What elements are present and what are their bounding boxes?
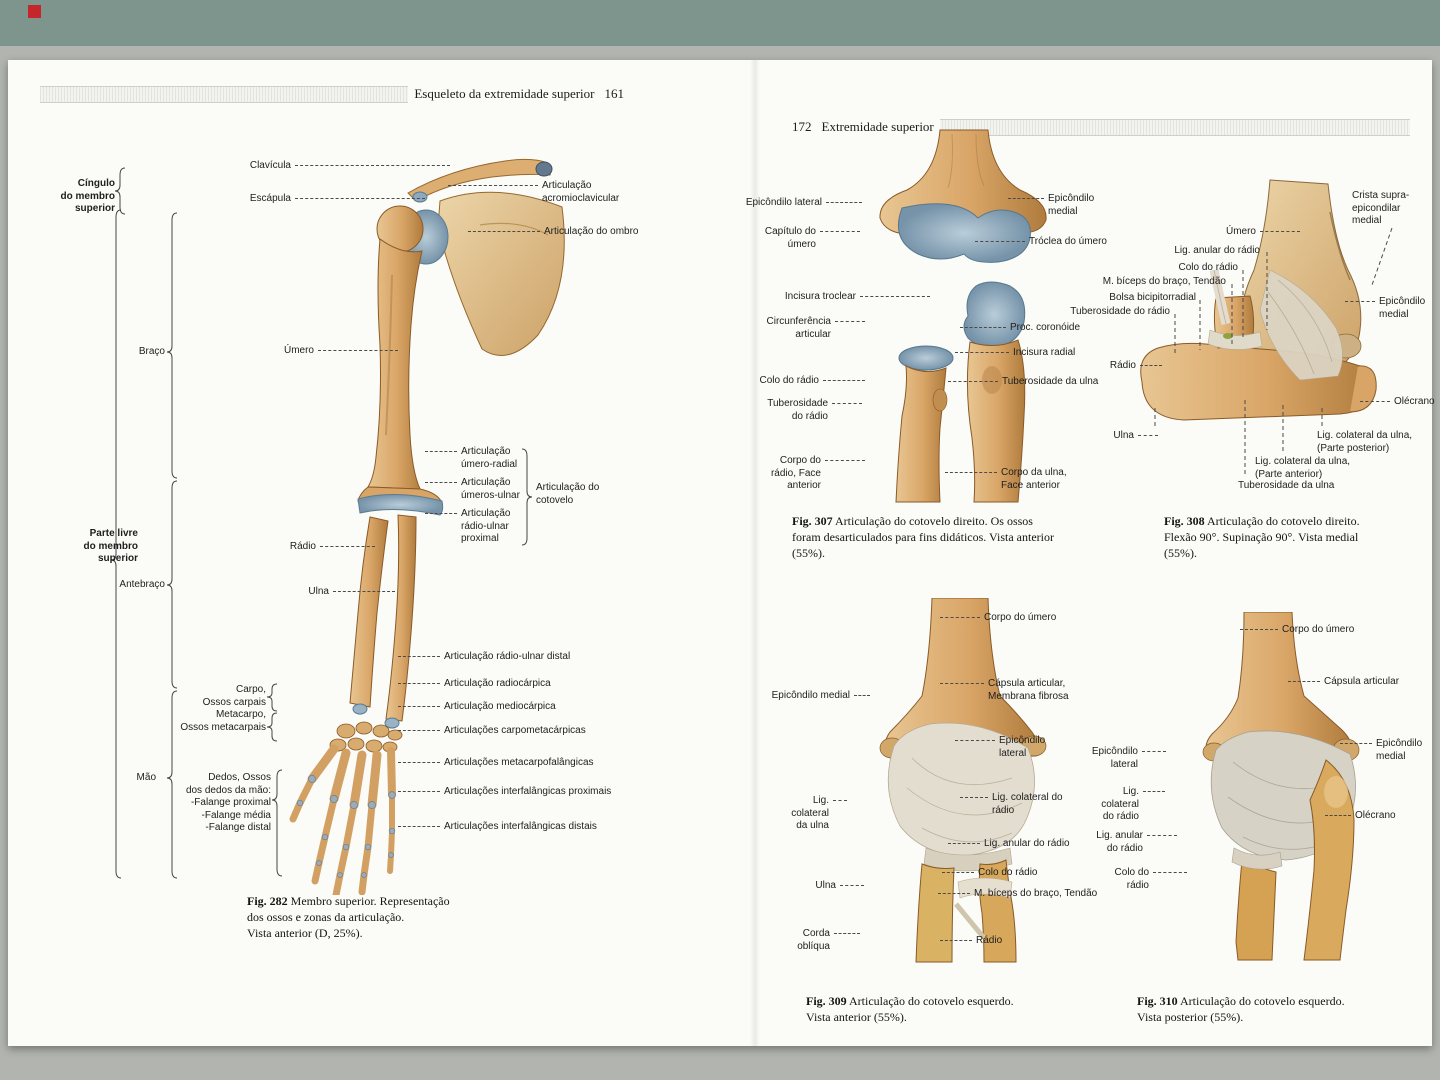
fig309-caption: Fig. 309 Articulação do cotovelo esquerd…: [806, 994, 1014, 1024]
region-label-metacarpo: Metacarpo, Ossos metacarpais: [180, 709, 266, 733]
label-escapula: Escápula: [190, 193, 425, 206]
region-label-braco: Braço: [138, 346, 165, 357]
label-307-tuberosidade-da-ulna: Tuberosidade da ulna: [948, 376, 1098, 389]
label-ulna: Ulna: [215, 586, 395, 599]
red-accent-square: [28, 5, 41, 18]
fig282-upper-limb-illustration: [289, 158, 565, 895]
label-310-capsula-articular: Cápsula articular: [1288, 676, 1399, 689]
label-308-epicondilo-medial: Epicôndilo medial: [1345, 296, 1425, 321]
label-310-epicondilo-medial: Epicôndilo medial: [1340, 738, 1422, 763]
fig310-elbow-posterior-illustration: [1202, 612, 1360, 961]
label-articulacao-do-ombro: Articulação do ombro: [468, 226, 639, 239]
fig307-elbow-disarticulated-illustration: [879, 129, 1047, 503]
label-307-colo-do-radio: Colo do rádio: [705, 375, 865, 388]
page-gutter-shadow: [750, 60, 760, 1046]
label-309-capsula-membrana-fibrosa: Cápsula articular, Membrana fibrosa: [940, 678, 1069, 703]
label-articulacoes-metacarpofalangicas: Articulações metacarpofalângicas: [398, 757, 594, 770]
label-307-incisura-troclear: Incisura troclear: [705, 291, 930, 304]
right-page-header: 172 Extremidade superior: [786, 119, 940, 136]
fig310-caption: Fig. 310 Articulação do cotovelo esquerd…: [1137, 994, 1345, 1024]
label-310-lig-colateral-do-radio: Lig. colateral do rádio: [1085, 786, 1165, 824]
label-309-ulna: Ulna: [800, 880, 864, 893]
label-308-lig-anular-do-radio: Lig. anular do rádio: [1174, 245, 1260, 256]
label-307-tuberosidade-do-radio: Tuberosidade do rádio: [700, 398, 862, 423]
fig308-caption: Fig. 308 Articulação do cotovelo direito…: [1164, 514, 1360, 560]
label-307-troclea-do-umero: Tróclea do úmero: [975, 236, 1107, 249]
region-label-carpo: Carpo, Ossos carpais: [202, 684, 266, 708]
label-308-tuberosidade-da-ulna: Tuberosidade da ulna: [1238, 480, 1335, 491]
label-308-olecrano: Olécrano: [1360, 396, 1435, 409]
right-page-number: 172: [792, 119, 812, 134]
left-page-header: Esqueleto da extremidade superior 161: [408, 86, 630, 103]
region-label-mao: Mão: [136, 772, 156, 783]
label-310-epicondilo-lateral: Epicôndilo lateral: [1090, 746, 1166, 771]
label-309-corda-obliqua: Corda oblíqua: [776, 928, 860, 953]
left-page-number: 161: [604, 86, 625, 101]
label-307-epicondilo-lateral: Epicôndilo lateral: [700, 197, 862, 210]
left-page-header-bar: Esqueleto da extremidade superior 161: [40, 86, 630, 103]
label-articulacao-mediocarpica: Articulação mediocárpica: [398, 701, 556, 714]
region-label-antebraco: Antebraço: [119, 579, 165, 590]
top-green-band: [0, 0, 1440, 46]
label-articulacoes-interfalangicas-proximais: Articulações interfalângicas proximais: [398, 786, 611, 799]
label-307-corpo-da-ulna: Corpo da ulna, Face anterior: [945, 467, 1067, 492]
region-label-dedos: Dedos, Ossos dos dedos da mão: -Falange …: [185, 772, 271, 833]
label-307-incisura-radial: Incisura radial: [955, 347, 1075, 360]
label-308-ulna: Ulna: [1108, 430, 1158, 443]
label-articulacao-radio-ulnar-proximal: Articulação rádio-ulnar proximal: [425, 508, 510, 546]
label-309-lig-anular-do-radio: Lig. anular do rádio: [948, 838, 1070, 851]
label-articulacao-umero-ulnar: Articulação úmeros-ulnar: [425, 477, 520, 502]
label-clavicula: Clavícula: [190, 160, 450, 173]
label-309-m-biceps-tendao: M. bíceps do braço, Tendão: [938, 888, 1097, 901]
label-308-lig-colateral-parte-anterior: Lig. colateral da ulna, (Parte anterior): [1255, 456, 1351, 480]
label-umero: Úmero: [200, 345, 398, 358]
left-header-title: Esqueleto da extremidade superior: [414, 86, 595, 101]
right-header-title: Extremidade superior: [821, 119, 934, 134]
label-309-radio: Rádio: [940, 935, 1002, 948]
label-310-corpo-do-umero: Corpo do úmero: [1240, 624, 1354, 637]
label-308-radio: Rádio: [1105, 360, 1162, 373]
label-articulacao-radio-ulnar-distal: Articulação rádio-ulnar distal: [398, 651, 570, 664]
label-308-umero: Úmero: [1190, 226, 1300, 239]
label-309-lig-colateral-do-radio: Lig. colateral do rádio: [960, 792, 1063, 817]
label-308-m-biceps-tendao: M. bíceps do braço, Tendão: [1102, 276, 1226, 287]
label-307-circunferencia-articular: Circunferência articular: [700, 316, 865, 341]
label-308-colo-do-radio: Colo do rádio: [1178, 262, 1238, 273]
fig282-caption: Fig. 282 Membro superior. Representação …: [247, 894, 450, 940]
label-310-lig-anular-do-radio: Lig. anular do rádio: [1085, 830, 1177, 855]
label-310-olecrano: Olécrano: [1325, 810, 1396, 823]
label-articulacoes-carpometacarpicas: Articulações carpometacárpicas: [398, 725, 586, 738]
label-308-crista-supraepicondilar: Crista supra- epicondilar medial: [1352, 190, 1410, 226]
label-309-lig-colateral-da-ulna: Lig. colateral da ulna: [775, 795, 847, 833]
label-310-colo-do-radio: Colo do rádio: [1105, 867, 1187, 892]
book-spread-page: [8, 60, 1432, 1046]
label-308-bolsa-bicipitorradial: Bolsa bicipitorradial: [1109, 292, 1196, 303]
label-articulacoes-interfalangicas-distais: Articulações interfalângicas distais: [398, 821, 597, 834]
label-309-epicondilo-lateral: Epicôndilo lateral: [955, 735, 1045, 760]
label-307-epicondilo-medial: Epicôndilo medial: [1008, 193, 1094, 218]
region-label-parte-livre: Parte livre do membro superior: [83, 528, 138, 564]
label-309-corpo-do-umero: Corpo do úmero: [940, 612, 1056, 625]
label-307-capitulo-do-umero: Capítulo do úmero: [700, 226, 860, 251]
label-307-proc-coronoide: Proc. coronóide: [960, 322, 1080, 335]
label-articulacao-do-cotovelo: Articulação do cotovelo: [536, 482, 600, 506]
label-308-tuberosidade-do-radio: Tuberosidade do rádio: [1070, 306, 1170, 317]
fig308-elbow-medial-illustration: [1140, 179, 1377, 421]
region-label-cingulo: Cíngulo do membro superior: [60, 178, 115, 214]
label-309-colo-do-radio: Colo do rádio: [942, 867, 1037, 880]
label-articulacao-acromioclavicular: Articulação acromioclavicular: [448, 180, 619, 205]
label-articulacao-radiocarpica: Articulação radiocárpica: [398, 678, 551, 691]
label-radio: Rádio: [210, 541, 375, 554]
label-articulacao-umero-radial: Articulação úmero-radial: [425, 446, 517, 471]
fig309-elbow-anterior-illustration: [879, 598, 1047, 963]
label-308-lig-colateral-parte-posterior: Lig. colateral da ulna, (Parte posterior…: [1317, 430, 1413, 454]
fig307-caption: Fig. 307 Articulação do cotovelo direito…: [792, 514, 1054, 560]
label-307-corpo-do-radio: Corpo do rádio, Face anterior: [705, 455, 865, 493]
label-309-epicondilo-medial: Epicôndilo medial: [770, 690, 870, 703]
